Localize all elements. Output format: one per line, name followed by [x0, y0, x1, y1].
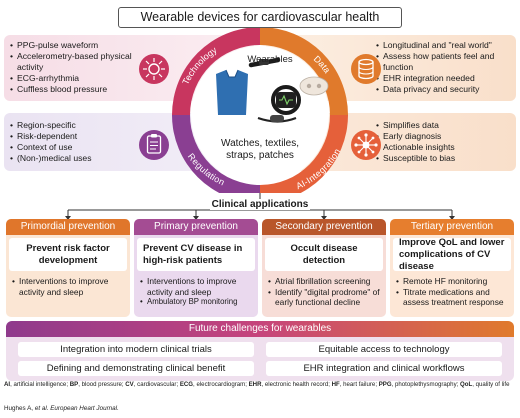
column-item: Identify "digital prodrome" of early fun…: [268, 287, 382, 308]
abbr-term: EHR: [248, 381, 262, 388]
clipboard-icon: [139, 130, 169, 160]
column-heading: Primordial prevention: [6, 219, 130, 235]
abbr-term: BP: [69, 381, 79, 388]
column-goal: Improve QoL and lower complications of C…: [393, 237, 511, 272]
column-heading: Primary prevention: [134, 219, 258, 235]
ai-integration-arc: [260, 115, 348, 193]
abbr-term: AI: [4, 381, 11, 388]
regulation-item: Risk-dependent: [10, 131, 248, 142]
database-icon: [351, 54, 381, 84]
column-heading: Tertiary prevention: [390, 219, 514, 235]
abbr-term: QoL: [460, 381, 473, 388]
wearables-caption: Watches, textiles, straps, patches: [221, 138, 299, 161]
abbr-term: HF: [331, 381, 340, 388]
technology-arc: [172, 27, 260, 115]
column-item: Interventions to improve activity and sl…: [12, 276, 126, 297]
abbreviations-footnote: AI, artificial intelligence; BP, blood p…: [4, 381, 510, 388]
wearables-label: Wearables: [247, 54, 293, 65]
data-item: Assess how patients feel and function: [376, 51, 510, 73]
technology-item: Accelerometry-based physical activity: [10, 51, 160, 73]
column-item: Interventions to improve activity and sl…: [140, 276, 254, 297]
regulation-item: (Non-)medical uses: [10, 153, 248, 164]
challenge-item: Equitable access to technology: [266, 342, 502, 357]
citation-etal: et al.: [34, 405, 49, 412]
connector-lines: [65, 192, 455, 220]
smartwatch-icon: [271, 85, 301, 115]
ring-center: [191, 46, 329, 184]
ring-graphic: Technology Data Regulation AI-Integratio…: [139, 27, 381, 193]
citation-authors: Hughes A,: [4, 405, 34, 412]
primary-prevention-column: Primary prevention Prevent CV disease in…: [134, 219, 258, 317]
challenge-item: Defining and demonstrating clinical bene…: [18, 361, 254, 376]
ai-network-icon: [351, 130, 381, 160]
ai-integration-item: Susceptible to bias: [376, 153, 510, 164]
column-item: Remote HF monitoring: [396, 276, 510, 287]
column-item: Titrate medications and assess treatment…: [396, 287, 510, 308]
abbr-term: ECG: [179, 381, 194, 388]
abbr-definition: heart failure: [343, 381, 376, 388]
regulation-arc: [172, 115, 260, 193]
data-item: Data privacy and security: [376, 84, 510, 95]
abbr-definition: blood pressure: [81, 381, 122, 388]
column-item: Ambulatory BP monitoring: [140, 297, 254, 308]
column-goal: Prevent risk factor development: [9, 238, 127, 271]
technology-item: ECG-arrhythmia: [10, 73, 248, 84]
regulation-item: Region-specific: [10, 120, 248, 131]
primordial-prevention-column: Primordial prevention Prevent risk facto…: [6, 219, 130, 317]
technology-icon: [139, 54, 169, 84]
abbr-definition: artificial intelligence: [13, 381, 67, 388]
column-heading: Secondary prevention: [262, 219, 386, 235]
column-goal: Prevent CV disease in high-risk patients: [137, 238, 255, 271]
chest-strap-icon: [257, 115, 297, 123]
clinical-applications-label: Clinical applications: [210, 199, 310, 210]
challenge-item: EHR integration and clinical workflows: [266, 361, 502, 376]
patch-icon: [299, 76, 329, 96]
challenge-item: Integration into modern clinical trials: [18, 342, 254, 357]
future-challenges-panel: Future challenges for wearables Integrat…: [6, 321, 514, 381]
shirt-icon: [216, 69, 248, 115]
column-item: Atrial fibrillation screening: [268, 276, 382, 287]
ai-integration-item: Simplifies data: [376, 120, 510, 131]
abbr-definition: electronic health record: [264, 381, 329, 388]
abbr-term: PPG: [378, 381, 392, 388]
technology-item: Cuffless blood pressure: [10, 84, 248, 95]
abbr-definition: cardiovascular: [137, 381, 177, 388]
citation: Hughes A, et al. European Heart Journal.: [4, 405, 119, 412]
abbr-term: CV: [125, 381, 134, 388]
diagram-title: Wearable devices for cardiovascular heal…: [118, 7, 402, 28]
tertiary-prevention-column: Tertiary prevention Improve QoL and lowe…: [390, 219, 514, 317]
central-ring: Technology Data Regulation AI-Integratio…: [118, 27, 402, 193]
technology-item: PPG-pulse waveform: [10, 40, 248, 51]
fitness-band-icon: [248, 57, 281, 68]
regulation-item: Context of use: [10, 142, 248, 153]
citation-journal: European Heart Journal.: [50, 405, 119, 412]
abbr-definition: electrocardiogram: [196, 381, 246, 388]
future-challenges-heading: Future challenges for wearables: [6, 321, 514, 337]
abbr-definition: photoplethysmography: [394, 381, 457, 388]
column-goal: Occult disease detection: [265, 238, 383, 271]
secondary-prevention-column: Secondary prevention Occult disease dete…: [262, 219, 386, 317]
data-item: Longitudinal and "real world": [376, 40, 510, 51]
abbr-definition: quality of life: [475, 381, 510, 388]
wearable-devices-illustration: [216, 57, 329, 123]
data-arc: [260, 27, 348, 115]
